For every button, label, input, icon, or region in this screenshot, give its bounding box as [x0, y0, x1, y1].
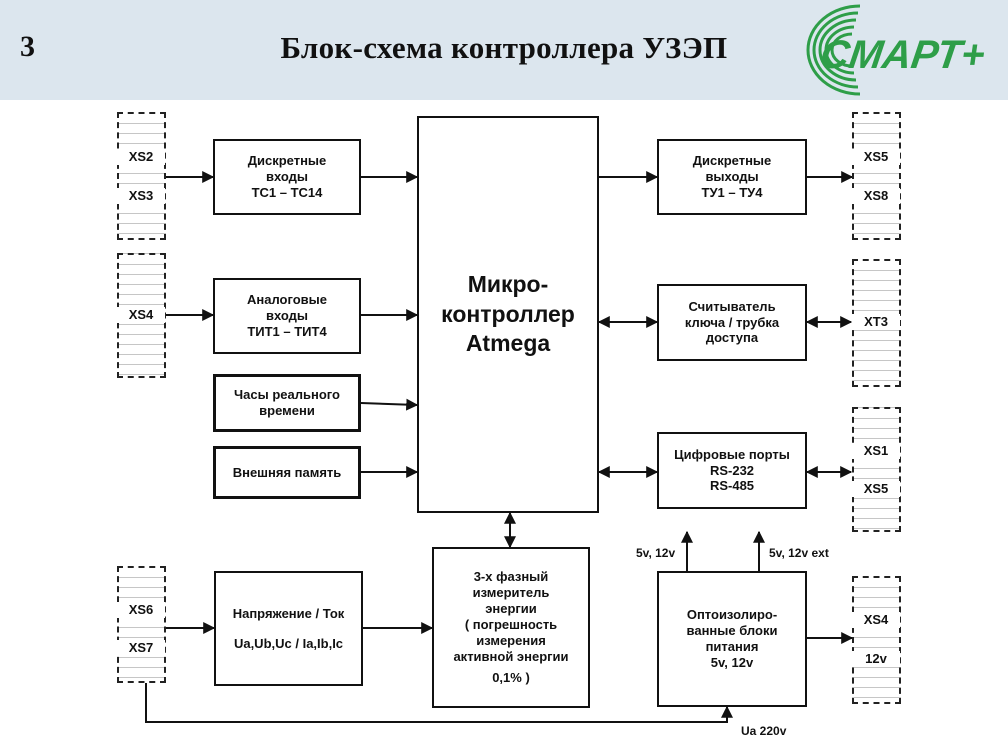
- arrow-rtc-to-mcu: [360, 398, 419, 411]
- connector-xs6-label: XS6: [117, 602, 165, 618]
- block-power-supply: Оптоизолиро- ванные блоки питания 5v, 12…: [657, 571, 807, 707]
- block-mcu-line-1: Микро-: [467, 271, 549, 298]
- arrow-ua220-to-power: [145, 683, 733, 723]
- block-discrete-inputs-line-1: Дискретные: [247, 153, 327, 169]
- block-discrete-inputs: Дискретные входы ТС1 – ТС14: [213, 139, 361, 215]
- connector-xs2-xs3: [117, 112, 166, 240]
- block-microcontroller: Микро- контроллер Atmega: [417, 116, 599, 513]
- connector-xs2-label: XS2: [117, 149, 165, 165]
- block-key-reader-line-3: доступа: [705, 330, 759, 346]
- block-mcu-line-3: Atmega: [465, 330, 551, 357]
- block-analog-inputs-line-2: входы: [265, 308, 309, 324]
- note-ua-220v: Ua 220v: [741, 724, 787, 738]
- block-discrete-outputs-line-3: ТУ1 – ТУ4: [701, 184, 763, 200]
- block-power-supply-line-2: ванные блоки: [686, 623, 778, 639]
- block-meter-line-7: 0,1% ): [492, 669, 530, 685]
- block-meter-line-6: активной энергии: [453, 648, 569, 664]
- logo-text: СМАРТ+: [817, 32, 987, 77]
- block-digital-ports-line-1: Цифровые порты: [674, 446, 790, 462]
- block-external-memory: Внешняя память: [213, 446, 361, 499]
- connector-xt3-label: XT3: [852, 314, 900, 330]
- block-meter-line-4: ( погрешность: [464, 617, 558, 633]
- block-meter-line-1: 3-х фазный: [473, 569, 549, 585]
- block-power-supply-line-3: питания: [705, 639, 759, 654]
- block-digital-ports: Цифровые порты RS-232 RS-485: [657, 432, 807, 509]
- connector-xs6-xs7: [117, 566, 166, 683]
- block-key-reader: Считыватель ключа / трубка доступа: [657, 284, 807, 361]
- connector-xs1-xs5: [852, 407, 901, 532]
- slide-number: 3: [20, 30, 35, 63]
- block-mcu-line-2: контроллер: [441, 300, 575, 327]
- note-5v-12v-ext: 5v, 12v ext: [769, 546, 829, 560]
- connector-xs4-right-label: XS4: [852, 612, 900, 628]
- block-ext-mem-line-1: Внешняя память: [232, 464, 342, 480]
- block-voltage-current-line-2: Ua,Ub,Uc / Ia,Ib,Ic: [233, 635, 344, 651]
- block-discrete-outputs-line-2: выходы: [705, 169, 759, 185]
- block-meter-line-2: измеритель: [472, 585, 550, 601]
- block-analog-inputs-line-3: ТИТ1 – ТИТ4: [247, 323, 327, 339]
- block-analog-inputs-line-1: Аналоговые: [246, 292, 327, 308]
- block-power-supply-line-4: 5v, 12v: [710, 654, 754, 670]
- block-meter-line-3: энергии: [485, 601, 537, 617]
- connector-xs3-label: XS3: [117, 188, 165, 204]
- block-analog-inputs: Аналоговые входы ТИТ1 – ТИТ4: [213, 278, 361, 354]
- connector-xs5-mid-label: XS5: [852, 481, 900, 497]
- connector-xs4-12v: [852, 576, 901, 704]
- connector-12v-label: 12v: [852, 651, 900, 667]
- block-digital-ports-line-2: RS-232: [709, 462, 755, 478]
- block-digital-ports-line-3: RS-485: [709, 478, 755, 494]
- connector-xs7-label: XS7: [117, 640, 165, 656]
- block-discrete-outputs: Дискретные выходы ТУ1 – ТУ4: [657, 139, 807, 215]
- slide-title: Блок-схема контроллера УЗЭП: [280, 30, 728, 65]
- header-band: 3 Блок-схема контроллера УЗЭП СМАРТ+: [0, 0, 1008, 100]
- block-discrete-inputs-line-3: ТС1 – ТС14: [251, 184, 323, 200]
- connector-xs4-left-label: XS4: [117, 307, 165, 323]
- smart-plus-logo: СМАРТ+: [806, 4, 988, 96]
- block-discrete-outputs-line-1: Дискретные: [692, 153, 772, 169]
- note-5v-12v: 5v, 12v: [636, 546, 676, 560]
- block-voltage-current-line-1: Напряжение / Ток: [232, 605, 345, 621]
- block-meter-line-5: измерения: [476, 632, 546, 648]
- block-energy-meter: 3-х фазный измеритель энергии ( погрешно…: [432, 547, 590, 708]
- connector-xs1-label: XS1: [852, 443, 900, 459]
- block-key-reader-line-1: Считыватель: [688, 298, 776, 314]
- block-voltage-current: Напряжение / Ток Ua,Ub,Uc / Ia,Ib,Ic: [214, 571, 363, 686]
- connector-xs5-xs8: [852, 112, 901, 240]
- block-rtc-line-2: времени: [259, 403, 315, 418]
- block-key-reader-line-2: ключа / трубка: [684, 314, 780, 330]
- block-real-time-clock: Часы реального времени: [213, 374, 361, 432]
- connector-xs5-top-label: XS5: [852, 149, 900, 165]
- block-power-supply-line-1: Оптоизолиро-: [686, 607, 778, 623]
- connector-xs8-label: XS8: [852, 188, 900, 204]
- block-discrete-inputs-line-2: входы: [265, 169, 309, 185]
- block-rtc-line-1: Часы реального: [234, 387, 340, 403]
